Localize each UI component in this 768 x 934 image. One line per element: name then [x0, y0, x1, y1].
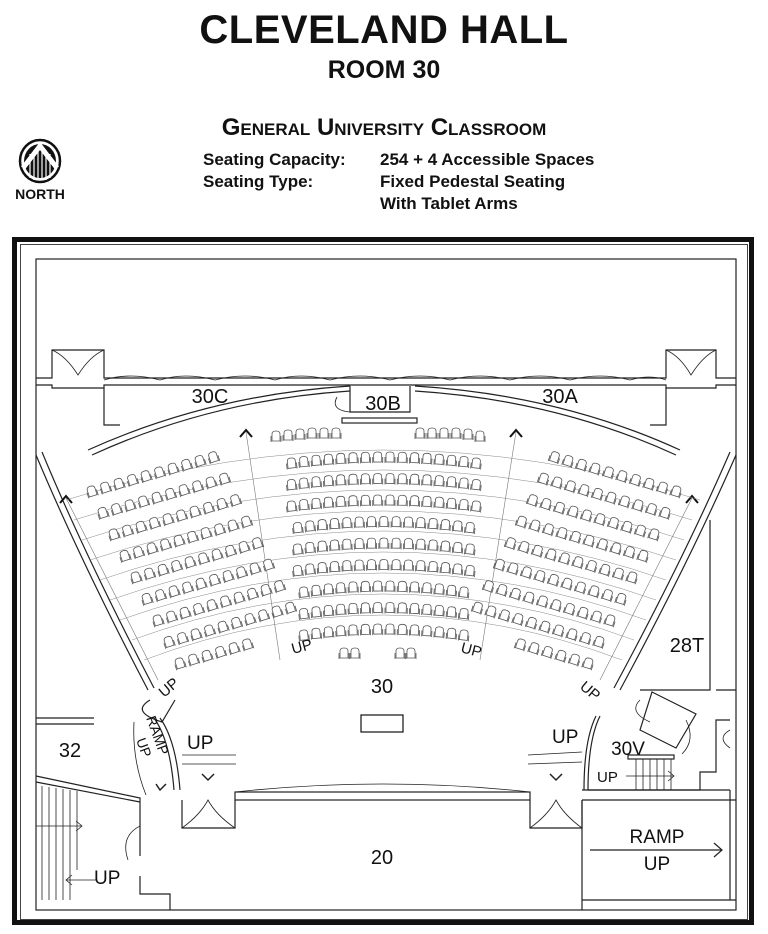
- compass: NORTH: [12, 138, 68, 202]
- ramp-up-label: UP: [644, 854, 670, 875]
- up-label: UP: [156, 675, 183, 701]
- capacity-label: Seating Capacity:: [203, 150, 346, 169]
- ramp-label: RAMP: [630, 827, 685, 848]
- up-label: UP: [576, 678, 603, 704]
- lectern: [360, 714, 404, 733]
- room-title: ROOM 30: [327, 56, 441, 84]
- seating-type-value-2: With Tablet Arms: [380, 194, 518, 213]
- room-label-30v: 30V: [611, 739, 645, 760]
- room-label-30b: 30B: [365, 393, 401, 415]
- capacity-value: 254 + 4 Accessible Spaces: [380, 150, 595, 169]
- plan-frame-inner: [20, 244, 748, 920]
- north-arrow-icon: [18, 138, 62, 184]
- up-label: UP: [187, 733, 213, 754]
- up-label: UP: [459, 639, 484, 661]
- seating-specs: Seating Capacity: 254 + 4 Accessible Spa…: [203, 149, 594, 215]
- up-label: UP: [552, 727, 578, 748]
- up-label: UP: [94, 868, 120, 889]
- room-label-30: 30: [371, 676, 393, 698]
- room-label-30c: 30C: [192, 386, 229, 408]
- north-wall: [36, 349, 736, 426]
- room-label-32: 32: [59, 740, 81, 762]
- plan-frame: [12, 237, 754, 925]
- north-label: NORTH: [15, 186, 65, 202]
- building-title: CLEVELAND HALL: [199, 8, 569, 52]
- seating-center: [270, 427, 486, 443]
- room-label-28t: 28T: [670, 635, 704, 657]
- seating-type-value: Fixed Pedestal Seating: [380, 172, 566, 191]
- room-label-20: 20: [371, 847, 393, 869]
- seating-type-label: Seating Type:: [203, 172, 314, 191]
- room-label-30a: 30A: [542, 386, 578, 408]
- classroom-type: General University Classroom: [221, 114, 547, 141]
- up-label: UP: [290, 636, 315, 658]
- up-label: UP: [597, 769, 618, 786]
- ramp-up-label: UP: [133, 736, 155, 760]
